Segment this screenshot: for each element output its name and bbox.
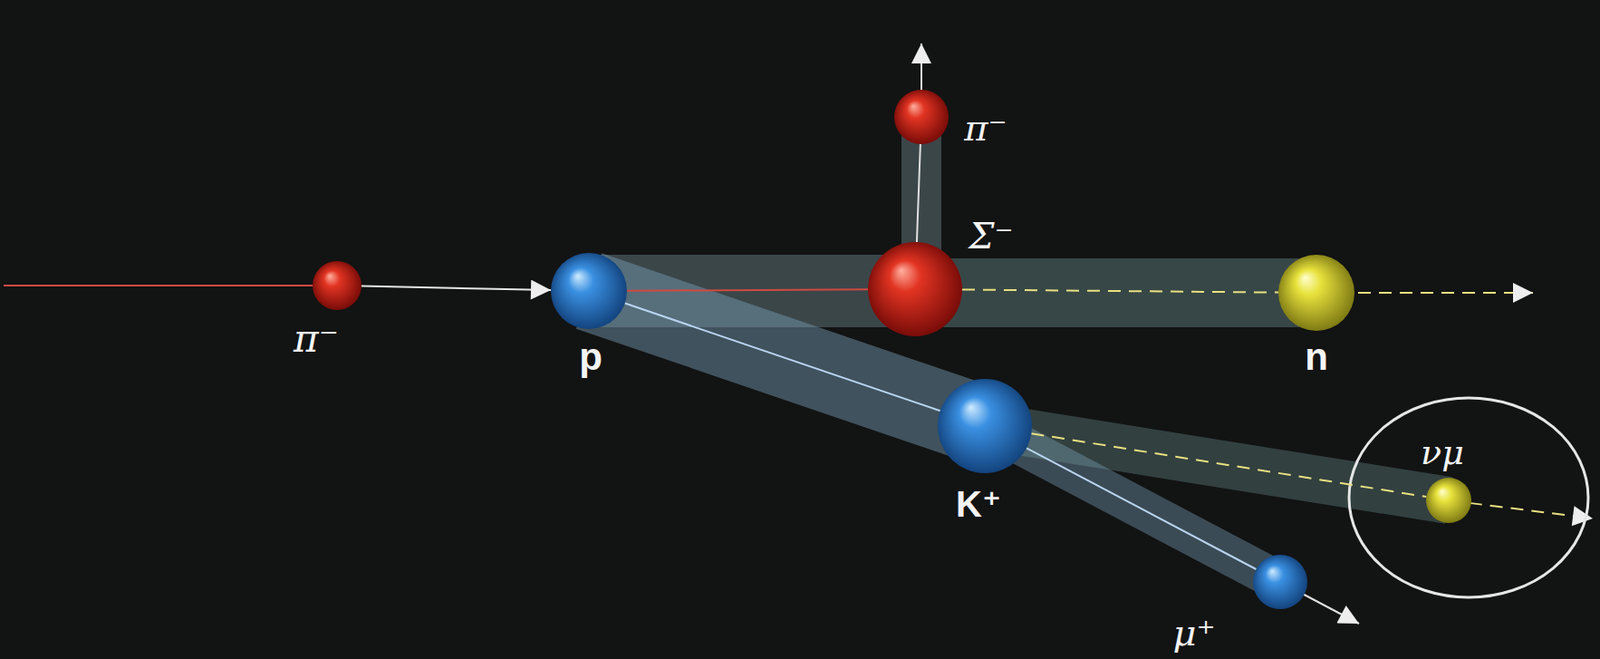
sphere	[867, 241, 963, 337]
particle-sphere	[894, 89, 949, 145]
particle: π⁻	[894, 89, 949, 145]
sphere	[312, 260, 362, 310]
particle-track	[962, 289, 1279, 292]
particle-label: K⁺	[955, 483, 1002, 524]
particle-sphere	[937, 378, 1032, 473]
sphere	[1253, 554, 1308, 609]
particle-track	[626, 289, 868, 290]
sphere	[1426, 477, 1472, 523]
particle-label: n	[1304, 336, 1329, 378]
particle: μ⁺	[1253, 554, 1308, 609]
particle: K⁺	[937, 378, 1032, 473]
track-line	[3, 43, 1593, 624]
tube	[0, 116, 1449, 582]
particle-sphere	[1278, 254, 1355, 331]
sphere	[1278, 254, 1355, 331]
particle-track	[1026, 447, 1256, 569]
sphere	[550, 252, 627, 329]
particle-sphere	[1426, 477, 1472, 523]
sphere	[894, 89, 949, 145]
sphere	[937, 378, 1032, 473]
particle: νμ	[1426, 477, 1472, 523]
particle-label: π⁻	[293, 318, 339, 360]
particle-sphere	[867, 241, 963, 337]
particle: Σ⁻	[867, 241, 963, 337]
highlight-ring	[1349, 397, 1589, 598]
particle-sphere	[1253, 554, 1308, 609]
particle: p	[550, 252, 627, 329]
particle-label: Σ⁻	[968, 215, 1013, 256]
particle-label: μ⁺	[1172, 612, 1215, 653]
particle-label: p	[578, 336, 603, 378]
particle-label: π⁻	[963, 107, 1007, 148]
particle-track	[916, 144, 921, 242]
particle-sphere	[312, 260, 362, 310]
particle-track	[361, 286, 551, 291]
particle-track	[1031, 433, 1427, 497]
particle: π⁻	[312, 260, 362, 310]
particle: n	[1278, 254, 1355, 331]
particle-label: νμ	[1420, 433, 1465, 473]
particle-sphere	[550, 252, 627, 329]
